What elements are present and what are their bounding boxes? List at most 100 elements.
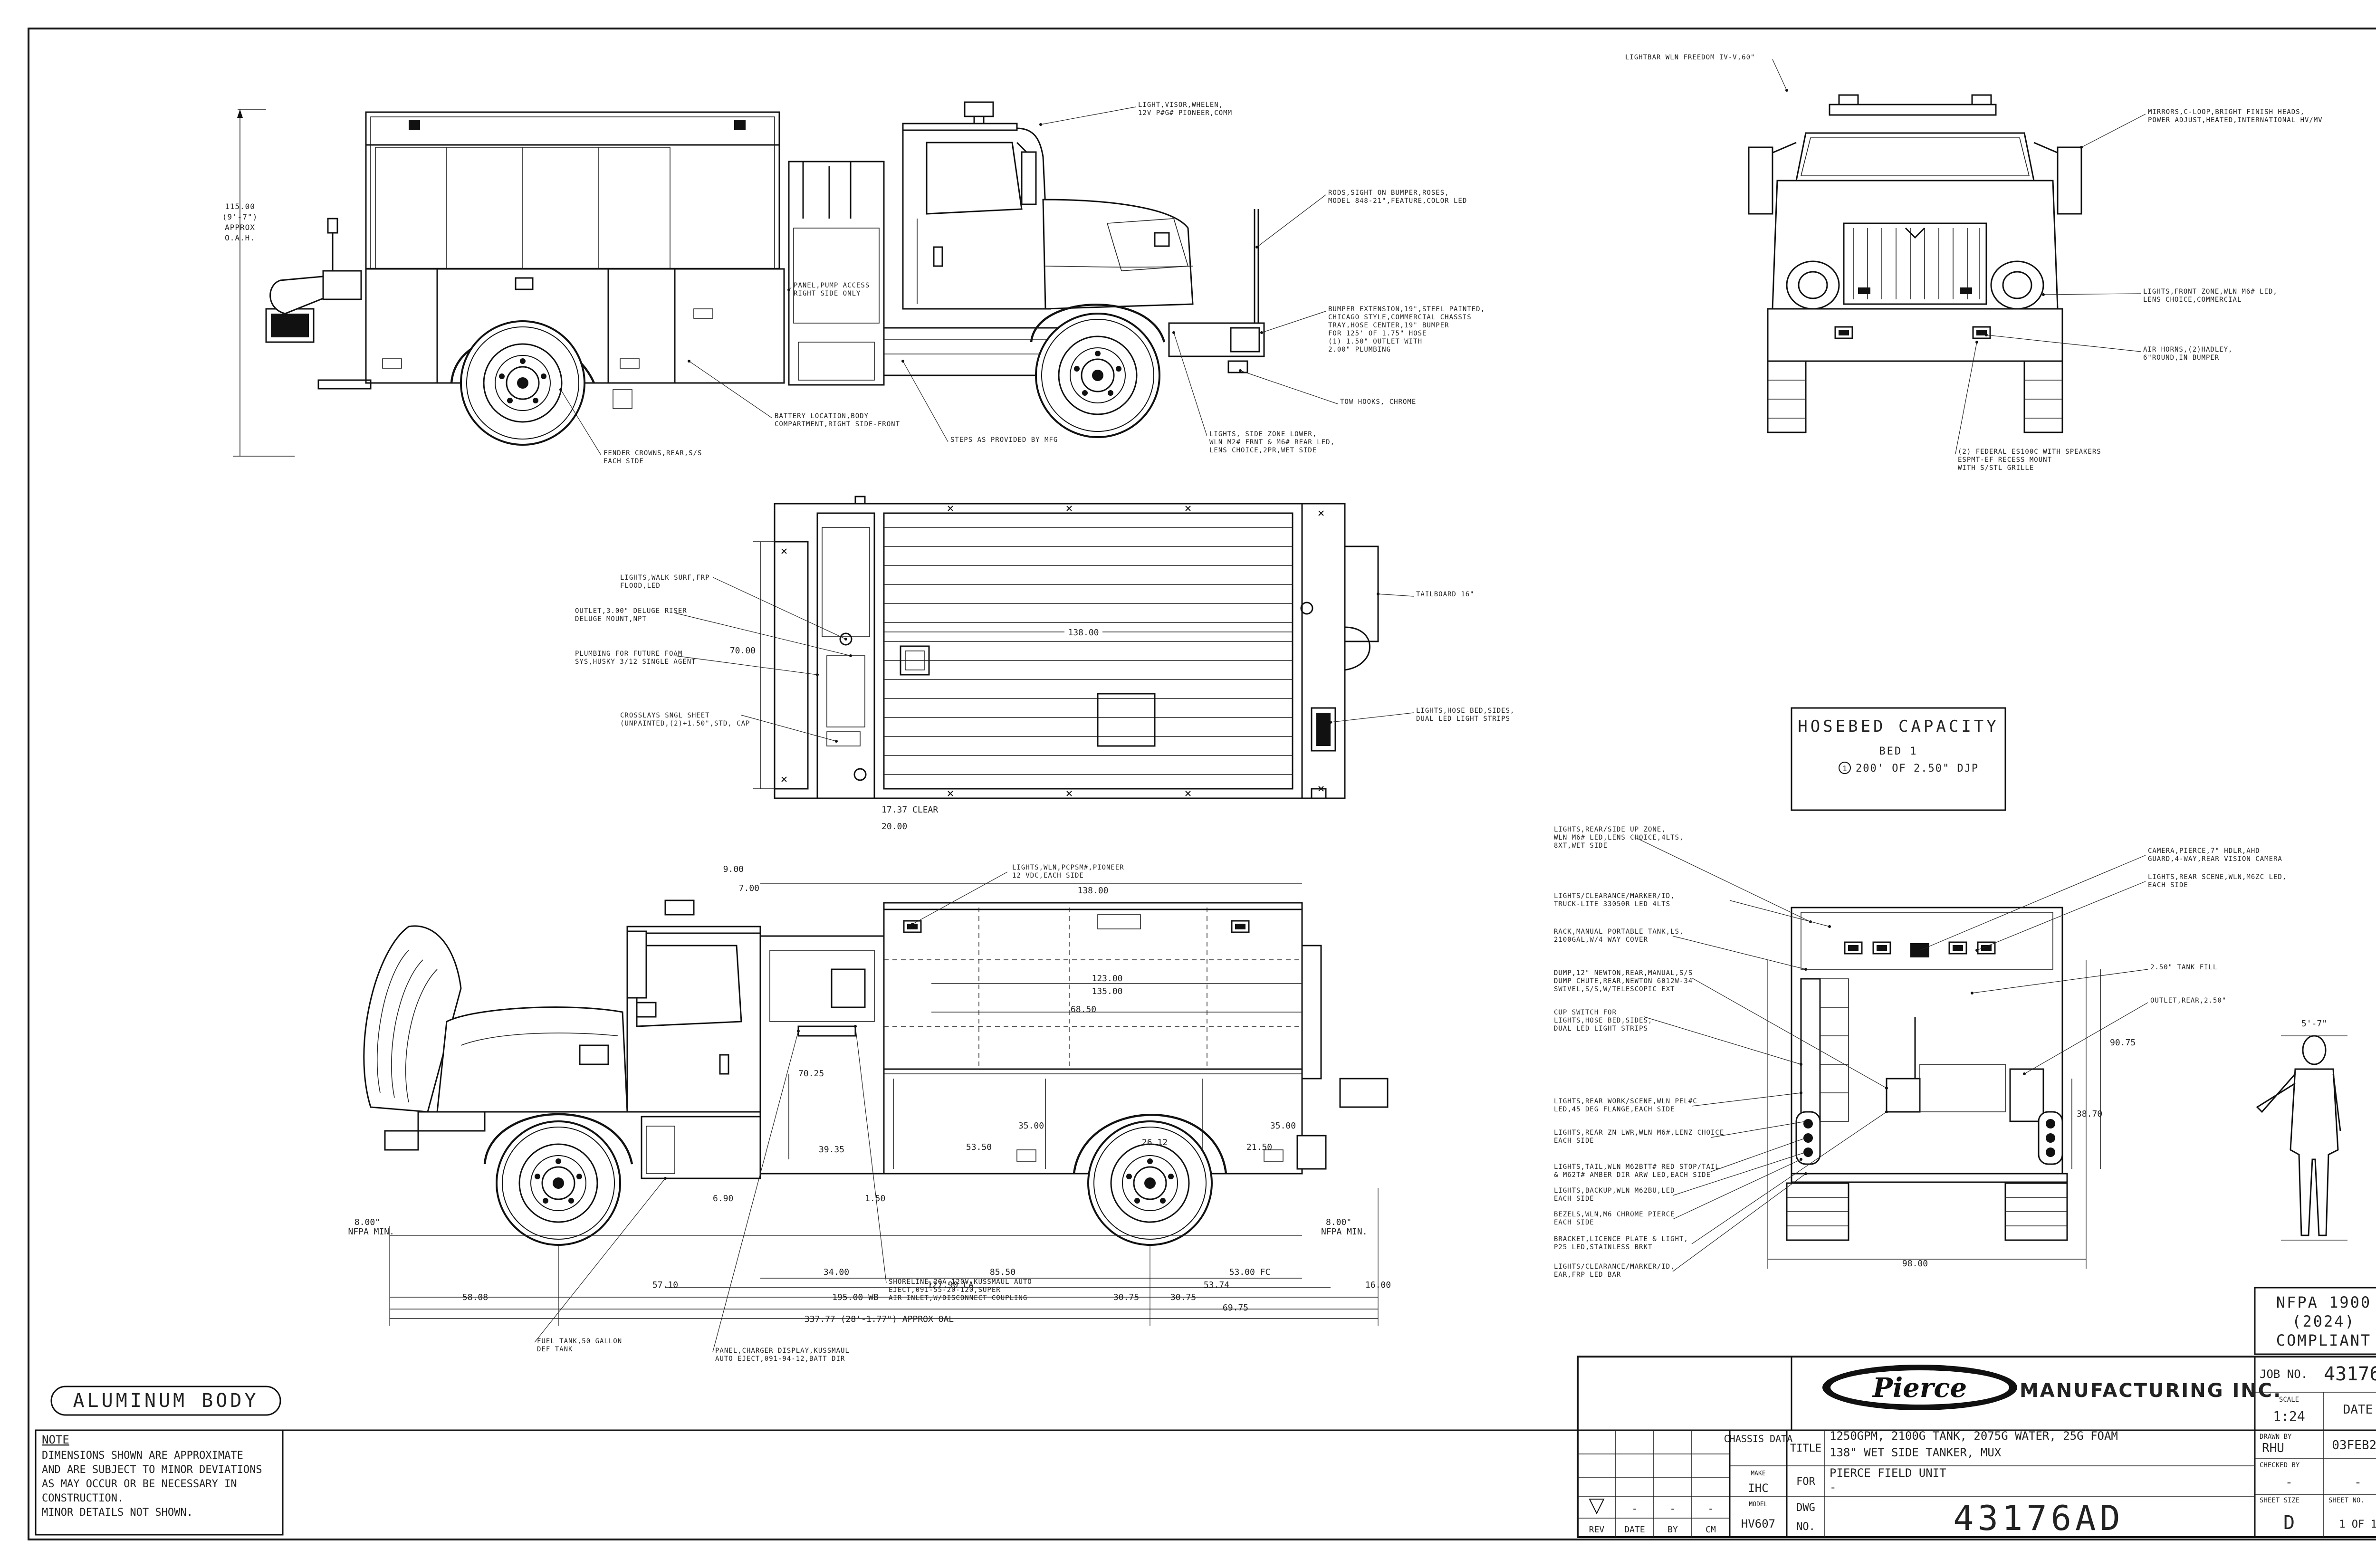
leader-line [1644,1016,1801,1065]
leader-arrowhead [2042,293,2045,296]
callout-lights-rear-scene: LIGHTS,REAR SCENE,WLN,M6ZC LED, [2148,873,2287,881]
dim-b-3075b: 30.75 [1170,1292,1196,1302]
leader-line [1378,593,1414,597]
dim-r-5ft: 5'-7" [2301,1019,2327,1029]
nfpa-line: NFPA 1900 [2276,1293,2371,1311]
leader-arrowhead [1918,949,1921,952]
callout-panel-charger: AUTO EJECT,091-94-12,BATT DIR [715,1355,845,1363]
callout-tailboard: TAILBOARD 16" [1416,591,1475,598]
leader-arrowhead [664,1177,667,1180]
sheet-no-label: SHEET NO. [2328,1497,2365,1504]
leader-arrowhead [1885,1087,1888,1090]
callout-crosslays: CROSSLAYS SNGL SHEET [620,712,710,719]
callout-lights-rear-scene: EACH SIDE [2148,881,2188,889]
callout-bezels: EACH SIDE [1554,1219,1594,1226]
leader-line [1972,969,2148,994]
leader-line [674,655,818,675]
dim-b-8550: 85.50 [990,1267,1016,1277]
scale-label: SCALE [2279,1396,2299,1404]
nfpa-compliance-box: NFPA 1900 (2024) COMPLIANT [2254,1287,2376,1355]
dim-b-53fc: 53.00 FC [1229,1267,1271,1277]
company-name: MANUFACTURING INC. [2020,1380,2282,1402]
leader-arrowhead [901,360,904,363]
dim-r-3870: 38.70 [2077,1109,2102,1119]
callout-light-visor: 12V P#G# PIONEER,COMM [1138,109,1232,117]
callout-lights-hose-bed: LIGHTS,HOSE BED,SIDES, [1416,707,1514,715]
callout-lights-front-zone: LENS CHOICE,COMMERCIAL [2143,296,2242,304]
dim-r-98: 98.00 [1902,1259,1928,1269]
leader-arrowhead [2080,146,2083,149]
dim-b-oal: 337.77 (28'-1.77") APPROX OAL [805,1314,954,1324]
callout-bumper-ext: FOR 125' OF 1.75" HOSE [1328,330,1427,337]
leader-arrowhead [849,654,852,657]
leader-line [1330,712,1414,723]
leader-arrowhead [844,638,847,641]
dim-s-5350: 53.50 [966,1142,992,1152]
dim-b-195: 195.00 WB [832,1292,879,1302]
logo-text: Pierce [1872,1372,1967,1404]
callout-rods-sight: MODEL 848-21",FEATURE,COLOR LED [1328,197,1467,205]
dim-b-3075a: 30.75 [1113,1292,1139,1302]
callout-camera: CAMERA,PIERCE,7" HDLR,AHD [2148,847,2260,855]
dim-b-5374: 53.74 [1204,1280,1229,1290]
callout-panel-charger: PANEL,CHARGER DISPLAY,KUSSMAUL [715,1347,850,1355]
leader-arrowhead [854,1025,857,1028]
callout-bumper-ext: 2.00" PLUMBING [1328,346,1391,354]
rev-header: CM [1705,1525,1716,1535]
model-label: MODEL [1749,1501,1767,1508]
title-block: Pierce MANUFACTURING INC. JOB NO. 43176 … [1577,1356,2376,1538]
callout-fuel-tank: FUEL TANK,50 GALLON [537,1338,622,1345]
dim-s-3500a: 35.00 [1018,1121,1044,1131]
dim-s-9: 9.00 [723,864,744,874]
front-view [1748,94,2082,433]
callout-steps: STEPS AS PROVIDED BY MFG [950,436,1058,444]
leader-line [1691,1092,1801,1107]
leader-arrowhead [1800,1158,1802,1161]
callout-bumper-ext: (1) 1.50" OUTLET WITH [1328,338,1422,345]
leader-arrowhead [1039,123,1042,126]
dim-s-138: 138.00 [1077,886,1108,896]
callout-tow-hooks: TOW HOOKS, CHROME [1340,398,1416,406]
sheet-size: D [2283,1512,2295,1534]
note-line: AS MAY OCCUR OR BE NECESSARY IN [42,1478,237,1490]
callout-lights-clearance-rear: EAR,FRP LED BAR [1554,1271,1621,1279]
callout-light-visor: LIGHT,VISOR,WHELEN, [1138,101,1223,109]
callout-lights-tail: & M62T# AMBER DIR ARW LED,EACH SIDE [1554,1171,1711,1179]
for-label: FOR [1796,1476,1815,1488]
leader-arrowhead [1377,593,1380,595]
dim-r-9075: 90.75 [2110,1038,2136,1048]
callout-lights-pioneer: 12 VDC,EACH SIDE [1012,872,1084,880]
callout-lights-walk: FLOOD,LED [620,582,661,590]
leader-arrowhead [797,1030,800,1033]
leader-line [1672,1152,1806,1196]
chassis-label: CHASSIS DATA [1724,1433,1793,1444]
leader-line [902,361,948,442]
leader-line [2024,1002,2148,1074]
callout-fender-crowns: FENDER CROWNS,REAR,S/S [604,449,702,457]
rev-header: REV [1589,1525,1605,1535]
dim-s-7025: 70.25 [798,1069,824,1079]
callout-lights-rear-work: LED,45 DEG FLANGE,EACH SIDE [1554,1106,1675,1113]
leader-line [1634,837,1811,922]
dim-b-12790: 127.90 CA [927,1280,974,1290]
leader-line [1672,1173,1806,1272]
job-no-label: JOB NO. [2260,1367,2308,1381]
callout-dump: DUMP CHUTE,REAR,NEWTON 6012W-34 [1554,977,1693,985]
callout-outlet-deluge: DELUGE MOUNT,NPT [575,615,647,623]
dwg-number: 43176AD [1953,1498,2124,1538]
callout-lights-side-zone: LENS CHOICE,2PR,WET SIDE [1209,447,1317,454]
callout-panel-pump: RIGHT SIDE ONLY [794,290,861,297]
hosebed-title: HOSEBED CAPACITY [1798,717,1999,736]
leader-arrowhead [835,740,838,743]
leader-arrowhead [2023,1072,2026,1075]
leader-line [1672,1159,1801,1220]
leader-arrowhead [1971,992,1974,994]
callout-lights-backup: EACH SIDE [1554,1195,1594,1203]
callout-federal-es: WITH S/STL GRILLE [1958,464,2034,472]
leader-line [1691,1111,1887,1244]
date-value: 03FEB25 [2332,1438,2376,1453]
leader-arrowhead [1885,1110,1888,1113]
callout-dump: SWIVEL,S/S,W/TELESCOPIC EXT [1554,985,1675,993]
